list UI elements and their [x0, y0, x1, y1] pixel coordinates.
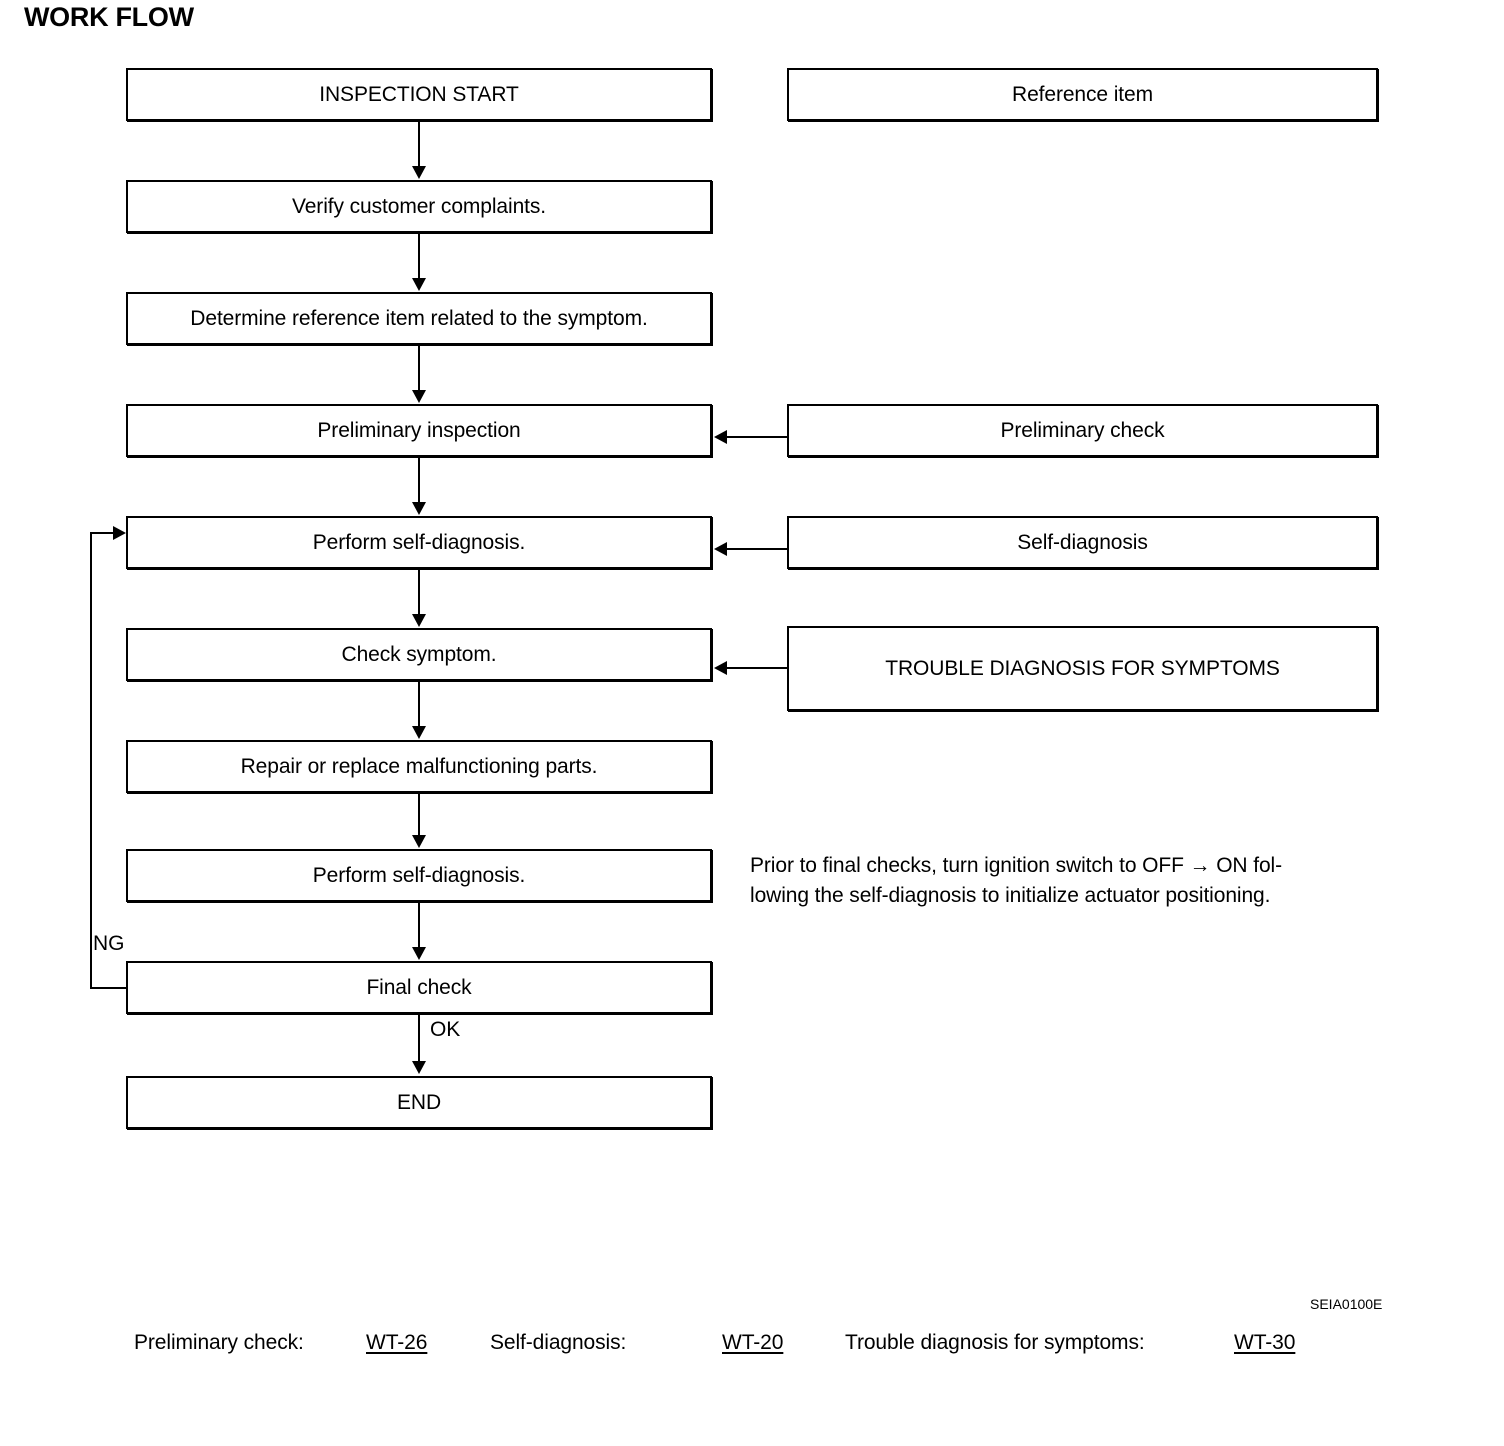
flow-box-label: INSPECTION START: [319, 82, 519, 106]
arrowhead-down: [412, 390, 426, 403]
flow-box-preliminary-inspection[interactable]: Preliminary inspection: [126, 404, 712, 457]
connector-start-to-verify: [418, 121, 420, 167]
connector-trouble-to-checksymptom: [727, 667, 787, 669]
flow-box-label: Determine reference item related to the …: [190, 306, 648, 330]
arrowhead-down: [412, 1061, 426, 1074]
arrowhead-down: [412, 278, 426, 291]
reference-box-label: Reference item: [1012, 82, 1153, 106]
reference-box-label: Self-diagnosis: [1017, 530, 1148, 554]
flow-box-label: Verify customer complaints.: [291, 194, 547, 218]
arrowhead-down: [412, 166, 426, 179]
footer-references: Preliminary check: WT-26 Self-diagnosis:…: [0, 1325, 1504, 1365]
reference-box-label: Preliminary check: [1000, 418, 1165, 442]
footer-label-self-diagnosis: Self-diagnosis:: [490, 1331, 627, 1354]
footer-label-trouble-diagnosis: Trouble diagnosis for symptoms:: [845, 1331, 1145, 1354]
flow-box-perform-self-diagnosis-1[interactable]: Perform self-diagnosis.: [126, 516, 712, 569]
flow-box-label: Perform self-diagnosis.: [312, 863, 526, 887]
flow-box-perform-self-diagnosis-2[interactable]: Perform self-diagnosis.: [126, 849, 712, 902]
arrowhead-right: [113, 526, 126, 540]
connector-preliminary-to-selfdiag1: [418, 457, 420, 503]
flow-box-label: END: [396, 1090, 442, 1114]
flow-box-final-check[interactable]: Final check: [126, 961, 712, 1014]
reference-box-reference-item[interactable]: Reference item: [787, 68, 1378, 121]
arrowhead-down: [412, 502, 426, 515]
connector-checksymptom-to-repair: [418, 681, 420, 727]
note-text: Prior to final checks, turn ignition swi…: [750, 851, 1370, 912]
connector-ng-stub: [90, 987, 128, 989]
reference-box-trouble-diagnosis-for-symptoms[interactable]: TROUBLE DIAGNOSIS FOR SYMPTOMS: [787, 626, 1378, 711]
flow-box-verify-customer-complaints[interactable]: Verify customer complaints.: [126, 180, 712, 233]
flow-box-inspection-start[interactable]: INSPECTION START: [126, 68, 712, 121]
connector-selfdiag1-to-checksymptom: [418, 569, 420, 615]
connector-finalcheck-to-end: [418, 1014, 420, 1062]
flow-box-label: Preliminary inspection: [317, 418, 521, 442]
edge-label-ok: OK: [430, 1018, 461, 1041]
arrowhead-left: [714, 661, 727, 675]
connector-selfdiag2-to-finalcheck: [418, 902, 420, 948]
reference-box-label: TROUBLE DIAGNOSIS FOR SYMPTOMS: [885, 656, 1280, 680]
page-title: WORK FLOW: [24, 2, 194, 32]
footer-link-preliminary-check[interactable]: WT-26: [366, 1331, 428, 1354]
flow-box-check-symptom[interactable]: Check symptom.: [126, 628, 712, 681]
flow-box-label: Repair or replace malfunctioning parts.: [240, 754, 598, 778]
flow-box-label: Final check: [366, 975, 472, 999]
arrowhead-down: [412, 726, 426, 739]
connector-repair-to-selfdiag2: [418, 793, 420, 836]
footer-label-preliminary-check: Preliminary check:: [134, 1331, 304, 1354]
connector-determine-to-preliminary: [418, 345, 420, 391]
flow-box-repair-or-replace[interactable]: Repair or replace malfunctioning parts.: [126, 740, 712, 793]
figure-code: SEIA0100E: [1310, 1296, 1383, 1312]
arrowhead-left: [714, 430, 727, 444]
connector-selfdiag-to-perform: [727, 548, 787, 550]
footer-link-self-diagnosis[interactable]: WT-20: [722, 1331, 784, 1354]
note-line-2: lowing the self-diagnosis to initialize …: [750, 884, 1271, 908]
arrowhead-left: [714, 542, 727, 556]
reference-box-preliminary-check[interactable]: Preliminary check: [787, 404, 1378, 457]
edge-label-ng: NG: [93, 932, 125, 955]
flow-box-end[interactable]: END: [126, 1076, 712, 1129]
arrowhead-down: [412, 835, 426, 848]
arrowhead-down: [412, 614, 426, 627]
flow-box-label: Perform self-diagnosis.: [312, 530, 526, 554]
connector-ng-riser: [90, 532, 92, 989]
connector-verify-to-determine: [418, 233, 420, 279]
flow-box-determine-reference-item[interactable]: Determine reference item related to the …: [126, 292, 712, 345]
note-line-1: Prior to final checks, turn ignition swi…: [750, 854, 1283, 877]
arrowhead-down: [412, 947, 426, 960]
connector-ng-entry: [90, 532, 114, 534]
reference-box-self-diagnosis[interactable]: Self-diagnosis: [787, 516, 1378, 569]
footer-link-trouble-diagnosis[interactable]: WT-30: [1234, 1331, 1296, 1354]
connector-prelimcheck-to-preliminary: [727, 436, 787, 438]
flow-box-label: Check symptom.: [341, 642, 497, 666]
